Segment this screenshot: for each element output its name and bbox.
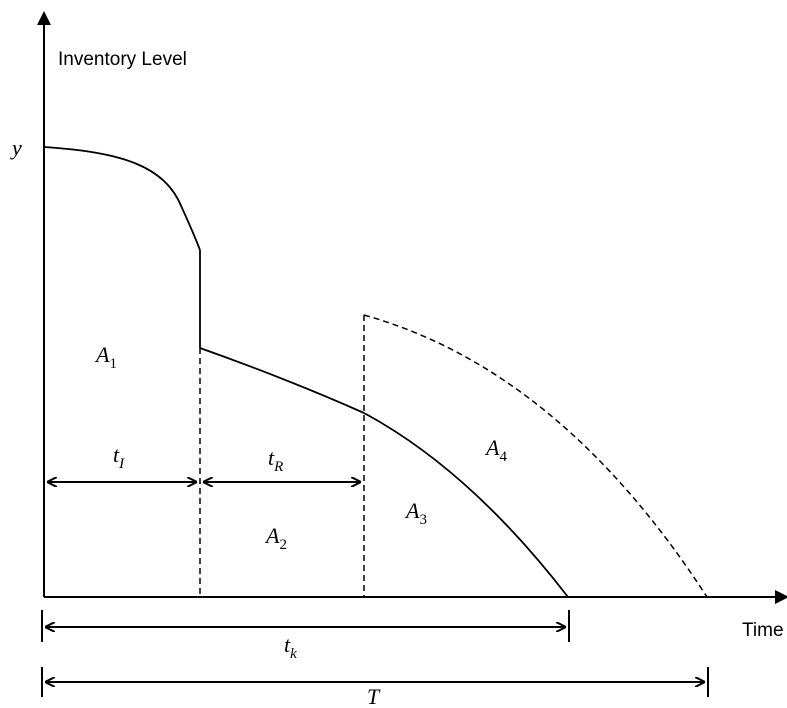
interval-label-t-k: tk bbox=[284, 632, 297, 662]
interval-label-t-i: tI bbox=[113, 442, 125, 472]
y-tick-label: y bbox=[10, 135, 22, 160]
area-label-a2: A2 bbox=[264, 523, 287, 553]
area-label-a1: A1 bbox=[94, 342, 117, 372]
y-axis-label: Inventory Level bbox=[58, 49, 187, 70]
interval-label-t: T bbox=[367, 684, 381, 708]
inventory-curve-segment-3 bbox=[363, 412, 569, 598]
interval-label-t-r: tR bbox=[268, 445, 283, 475]
area-label-a3: A3 bbox=[404, 498, 427, 528]
dashed-alternative-curve bbox=[363, 314, 708, 598]
x-axis-label: Time bbox=[742, 620, 784, 641]
inventory-curve-segment-2 bbox=[199, 347, 365, 414]
area-label-a4: A4 bbox=[484, 435, 507, 465]
inventory-curve-segment-1 bbox=[43, 146, 201, 251]
